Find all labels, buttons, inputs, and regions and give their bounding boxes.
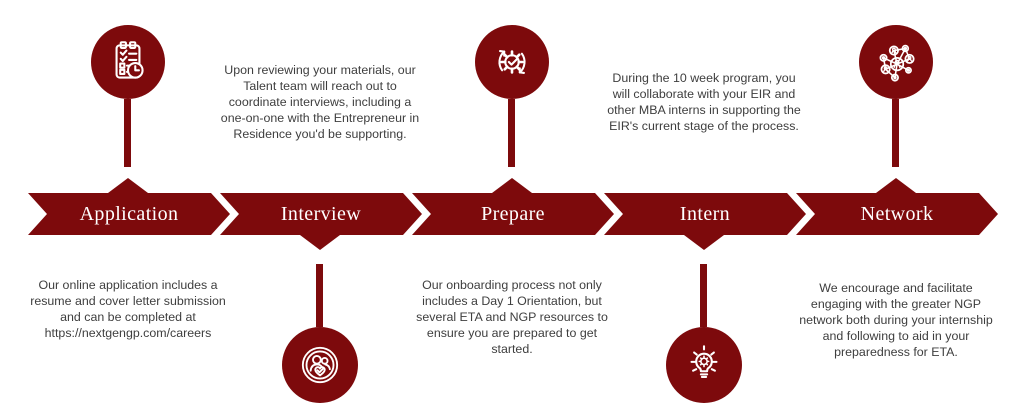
- network-icon-circle: [859, 25, 933, 99]
- network-connector-triangle: [876, 178, 916, 193]
- interview-step-arrow: Interview: [220, 193, 422, 235]
- network-step-label: Network: [860, 202, 934, 225]
- network-step-arrow: Network: [796, 193, 998, 235]
- interview-icon-circle: [282, 327, 358, 403]
- people-check-icon: [301, 346, 339, 384]
- network-description: We encourage and facilitate engaging wit…: [799, 281, 993, 359]
- intern-connector-triangle: [684, 235, 724, 250]
- application-description: Our online application includes a resume…: [30, 278, 226, 340]
- application-icon-circle: [91, 25, 165, 99]
- prepare-icon-circle: [475, 25, 549, 99]
- prepare-step-label: Prepare: [481, 202, 545, 225]
- prepare-step-arrow: Prepare: [412, 193, 614, 235]
- interview-connector-stem: [316, 264, 323, 327]
- interview-description: Upon reviewing your materials, our Talen…: [220, 63, 420, 141]
- people-network-icon: [879, 44, 915, 82]
- lightbulb-gear-icon: [690, 345, 718, 378]
- intern-icon-circle: [666, 327, 742, 403]
- application-connector-triangle: [108, 178, 148, 193]
- application-step-arrow: Application: [28, 193, 230, 235]
- intern-connector-stem: [700, 264, 707, 327]
- intern-step-arrow: Intern: [604, 193, 806, 235]
- application-step-label: Application: [79, 202, 179, 225]
- application-connector-stem: [124, 99, 131, 167]
- prepare-description: Our onboarding process not only includes…: [416, 278, 608, 356]
- network-connector-stem: [892, 99, 899, 167]
- prepare-connector-stem: [508, 99, 515, 167]
- prepare-connector-triangle: [492, 178, 532, 193]
- interview-connector-triangle: [300, 235, 340, 250]
- clipboard-checklist-clock-icon: [115, 41, 144, 79]
- interview-step-label: Interview: [280, 202, 362, 225]
- intern-description: During the 10 week program, you will col…: [607, 71, 801, 133]
- intern-step-label: Intern: [679, 202, 731, 225]
- gear-cycle-check-icon: [498, 50, 526, 74]
